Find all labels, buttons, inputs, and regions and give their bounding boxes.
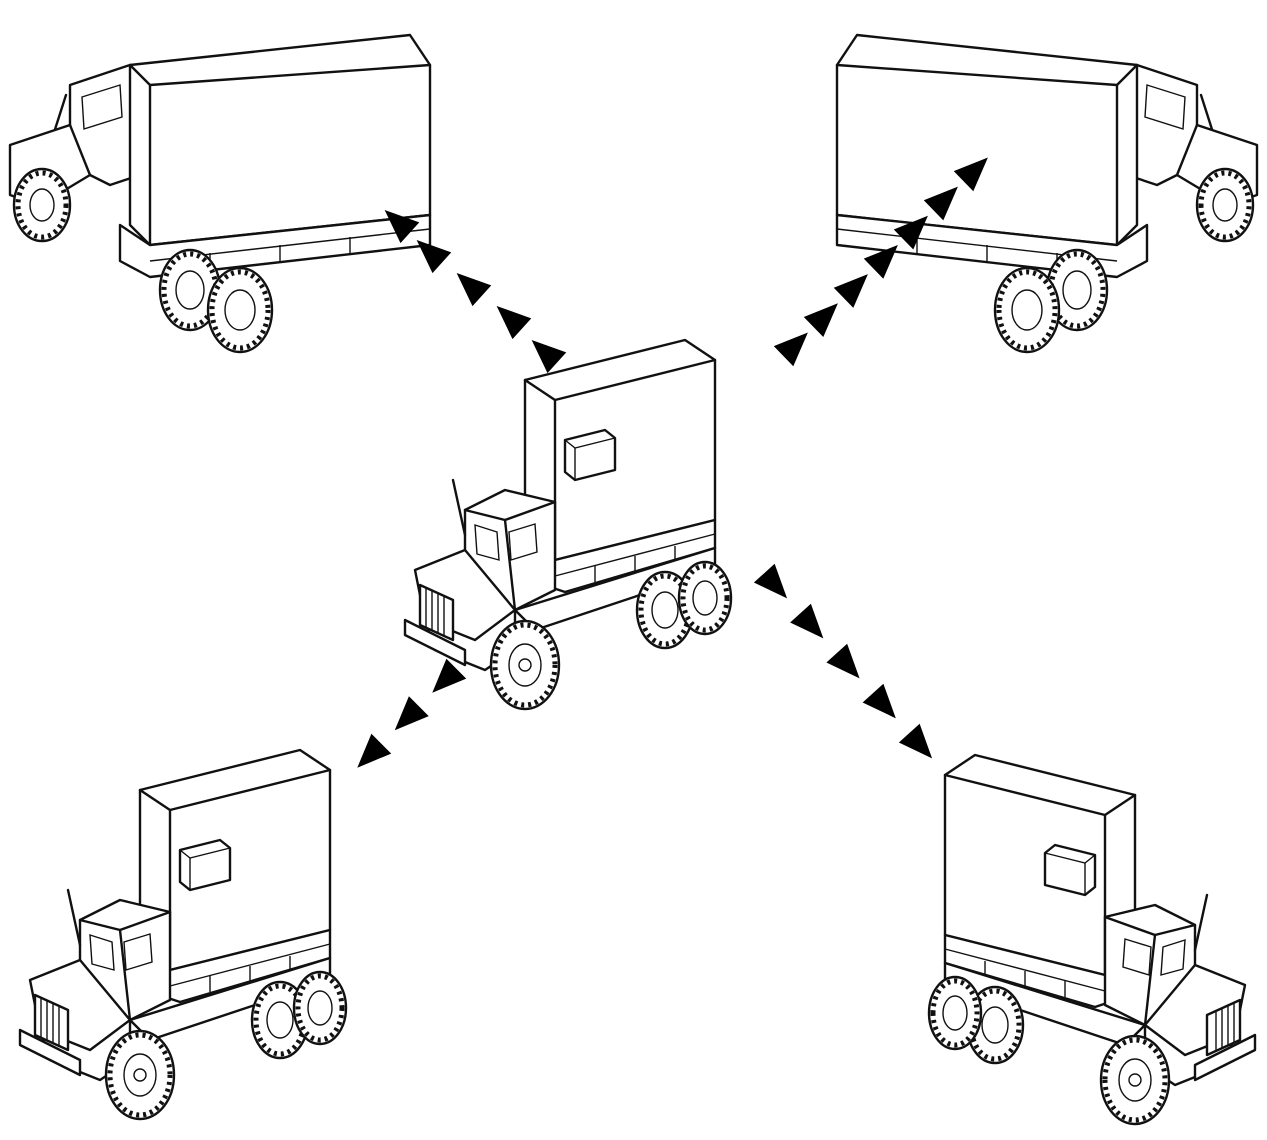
arrow-bottom-left-3-icon <box>347 734 391 778</box>
arrow-bottom-right-1-icon <box>754 564 798 608</box>
truck-top-left <box>10 35 430 352</box>
arrow-top-left-3-icon <box>447 263 491 307</box>
arrow-bottom-right-4-icon <box>863 684 907 728</box>
arrow-top-right-3-icon <box>834 264 878 308</box>
truck-center <box>405 340 731 709</box>
arrow-top-right-2-icon <box>804 293 848 337</box>
truck-top-right <box>837 35 1257 352</box>
arrow-bottom-left-2-icon <box>385 696 429 740</box>
arrow-top-right-1-icon <box>774 322 818 366</box>
arrow-top-left-1-icon <box>522 330 566 374</box>
arrow-top-left-2-icon <box>487 296 531 340</box>
arrow-bottom-right-3-icon <box>826 644 870 688</box>
truck-bottom-left <box>20 750 346 1119</box>
arrow-bottom-right-5-icon <box>899 724 943 768</box>
arrow-bottom-right-2-icon <box>790 604 834 648</box>
arrow-bottom-left-1-icon <box>422 659 466 703</box>
truck-bottom-right <box>929 755 1255 1124</box>
